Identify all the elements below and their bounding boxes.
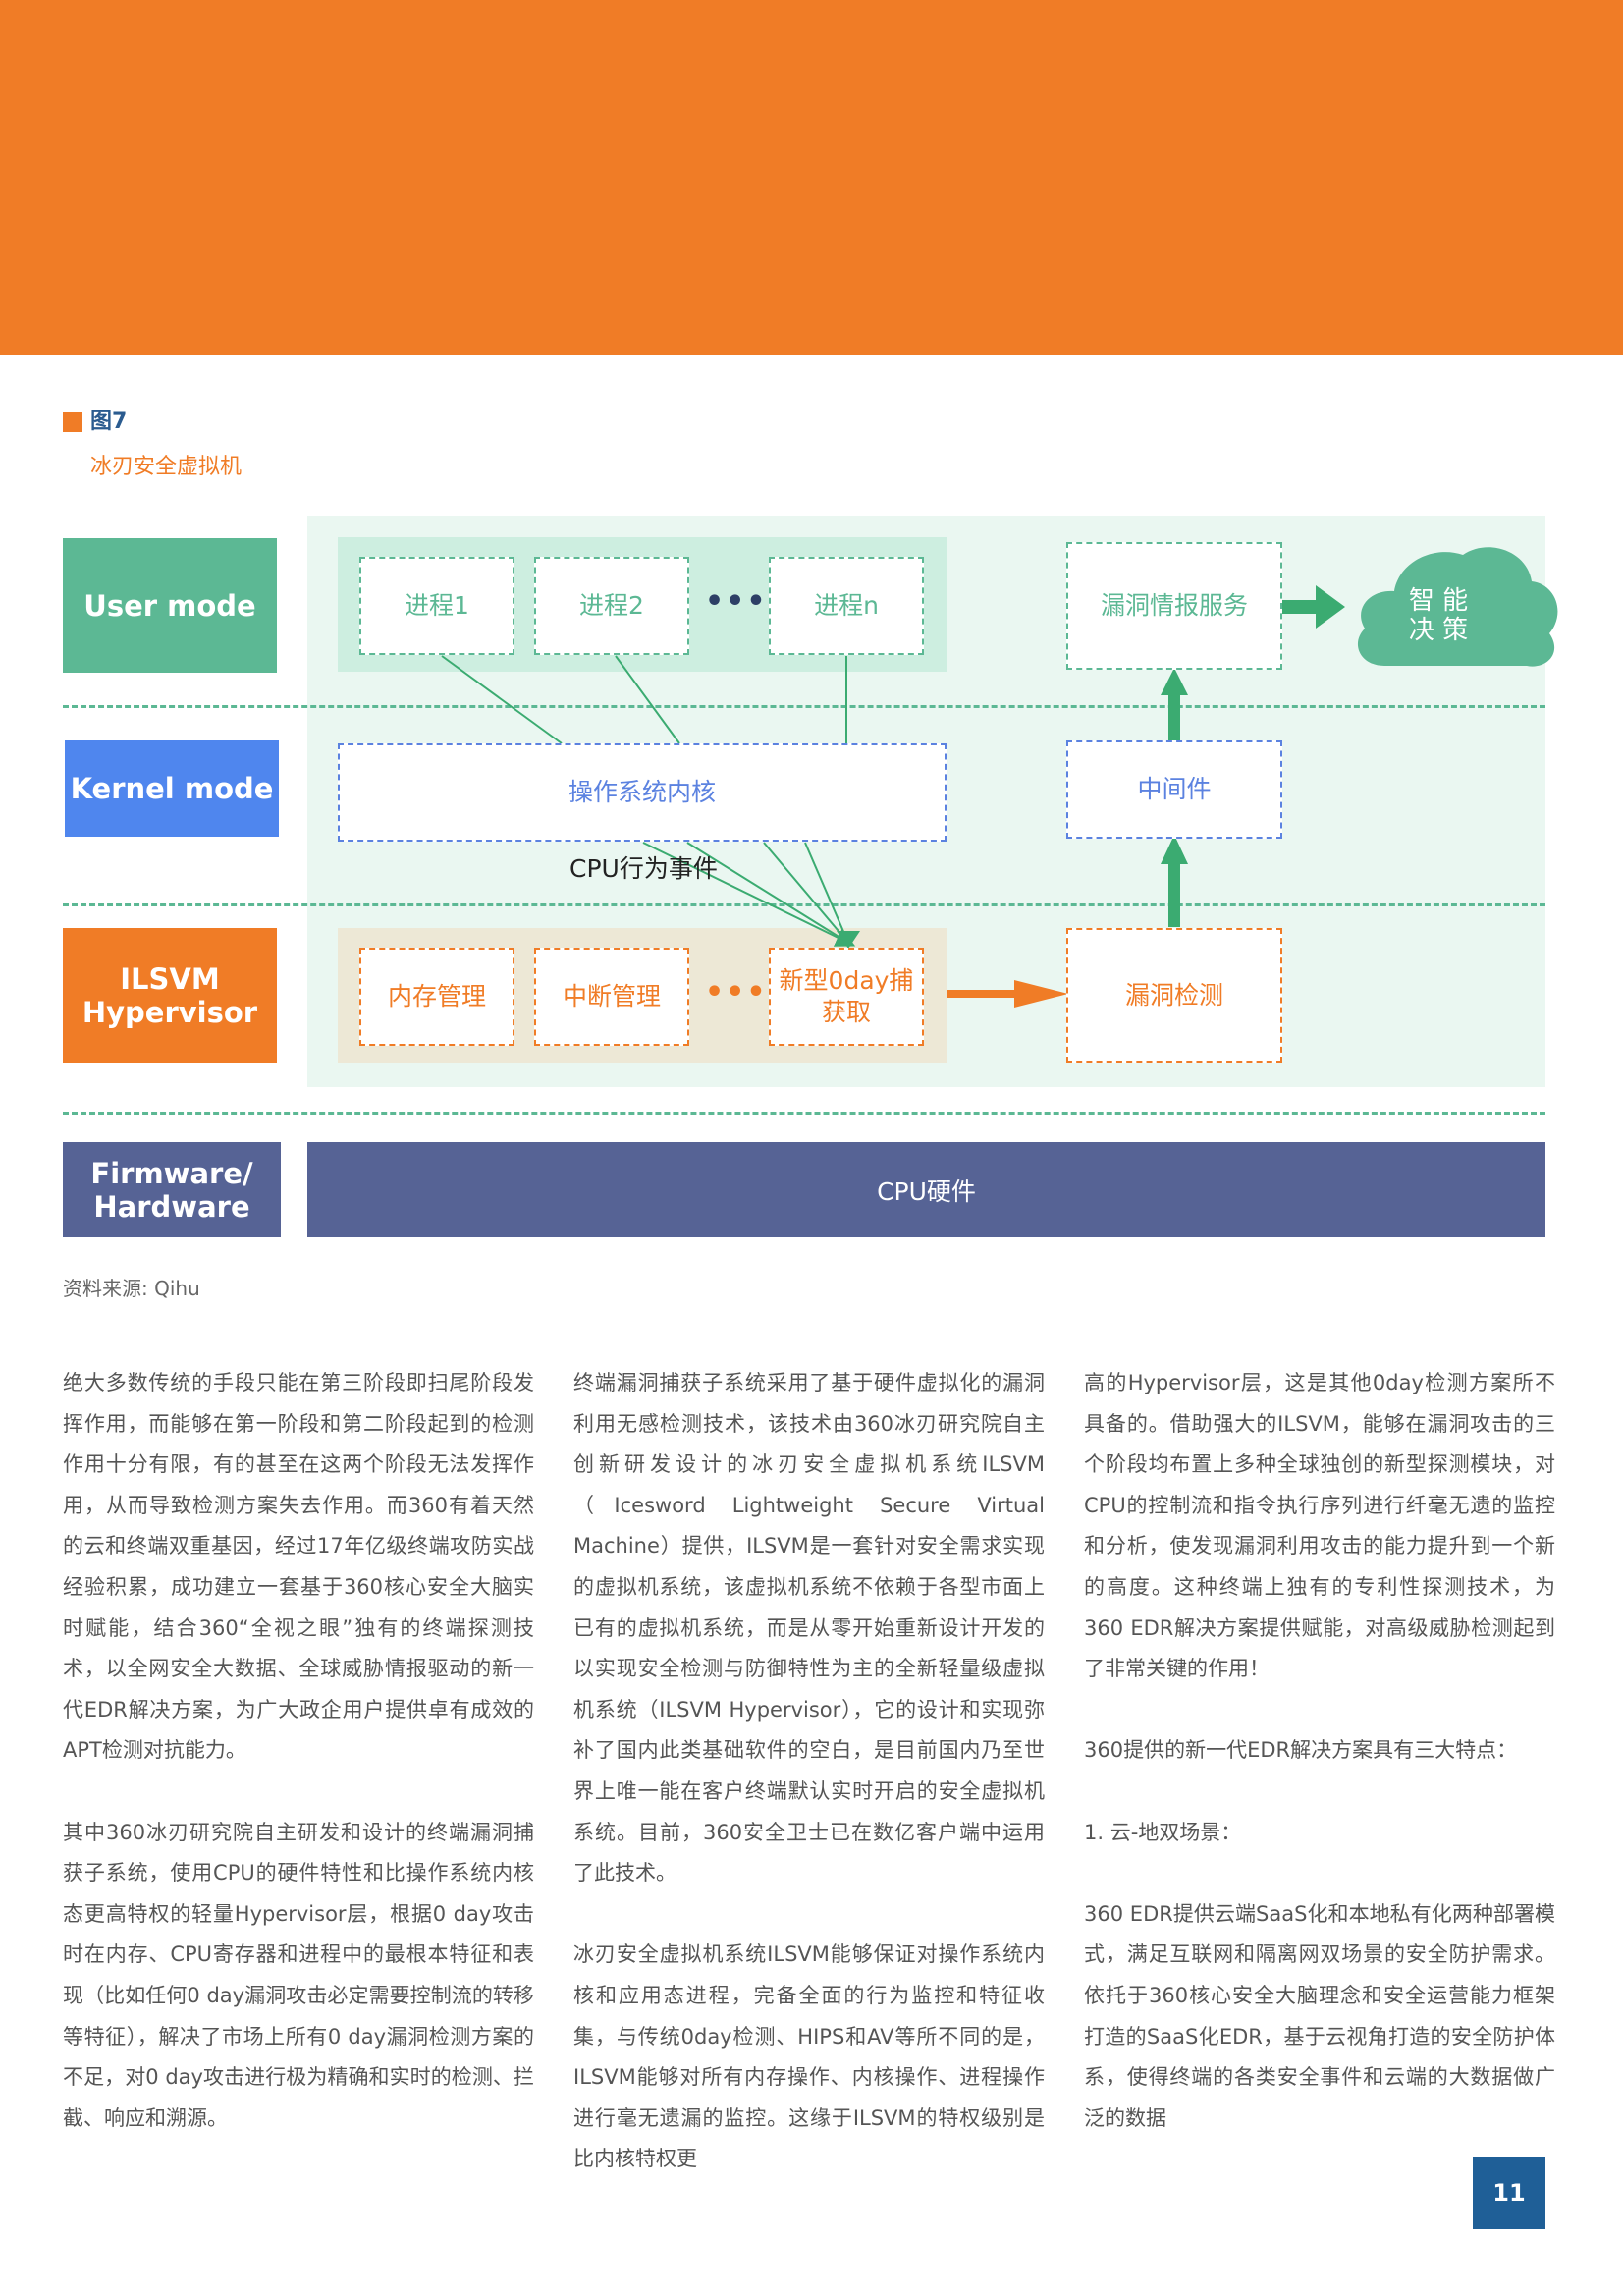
smart-decision-line2: 决 策	[1408, 616, 1469, 645]
capture-to-detect-arrowhead	[1014, 980, 1068, 1008]
header-band	[0, 0, 1623, 355]
process-1-box: 进程1	[359, 557, 514, 655]
kernel-mode-label: Kernel mode	[65, 740, 279, 837]
paragraph: 360 EDR提供云端SaaS化和本地私有化两种部署模式，满足互联网和隔离网双场…	[1084, 1901, 1555, 2130]
firmware-label-line2: Hardware	[93, 1189, 250, 1224]
interrupt-management-box: 中断管理	[534, 948, 689, 1046]
process-2-box: 进程2	[534, 557, 689, 655]
hypervisor-ellipsis: •••	[705, 975, 768, 1010]
paragraph: 1. 云-地双场景：	[1084, 1820, 1242, 1844]
diagram-connectors	[441, 547, 1558, 1008]
ilsvm-label-line1: ILSVM	[120, 961, 220, 996]
firmware-label-line1: Firmware/	[90, 1156, 253, 1190]
separator-kernel-hypervisor	[63, 903, 1545, 906]
memory-management-box: 内存管理	[359, 948, 514, 1046]
figure-label: 图7	[90, 410, 128, 434]
paragraph: 绝大多数传统的手段只能在第三阶段即扫尾阶段发挥作用，而能够在第一阶段和第二阶段起…	[63, 1371, 534, 1763]
vuln-intel-service-box: 漏洞情报服务	[1066, 542, 1282, 670]
cpu-events-label: CPU行为事件	[569, 854, 718, 883]
user-mode-label: User mode	[63, 538, 277, 673]
process-ellipsis: •••	[705, 584, 768, 619]
ilsvm-label-line2: Hypervisor	[81, 995, 258, 1029]
cpu-event-line-3	[763, 842, 849, 944]
ilsvm-hypervisor-label: ILSVM Hypervisor	[63, 928, 277, 1063]
separator-user-kernel	[63, 705, 1545, 708]
intel-to-decision-arrow-shaft	[1281, 600, 1319, 614]
cpu-event-line-2	[686, 842, 849, 944]
architecture-diagram: User mode Kernel mode ILSVM Hypervisor F…	[63, 516, 1558, 1237]
middleware-to-intel-arrowhead	[1161, 668, 1188, 695]
paragraph: 高的Hypervisor层，这是其他0day检测方案所不具备的。借助强大的ILS…	[1084, 1371, 1555, 1681]
text-column-1: 绝大多数传统的手段只能在第三阶段即扫尾阶段发挥作用，而能够在第一阶段和第二阶段起…	[63, 1363, 534, 2139]
process2-to-kernel-line	[615, 655, 680, 744]
text-column-2: 终端漏洞捕获子系统采用了基于硬件虚拟化的漏洞利用无感检测技术，该技术由360冰刃…	[573, 1363, 1045, 2180]
text-column-3: 高的Hypervisor层，这是其他0day检测方案所不具备的。借助强大的ILS…	[1084, 1363, 1555, 2139]
zero-day-capture-box: 新型0day捕 获取	[769, 948, 924, 1046]
capture-to-detect-arrow-shaft	[947, 990, 1016, 998]
vuln-detect-box: 漏洞检测	[1066, 928, 1282, 1063]
smart-decision-cloud-icon	[1357, 547, 1558, 667]
middleware-to-intel-arrow-shaft	[1168, 691, 1180, 740]
figure-title: 冰刃安全虚拟机	[90, 455, 243, 479]
figure-marker	[63, 412, 82, 432]
detect-to-middleware-arrow-shaft	[1168, 860, 1180, 927]
process-n-box: 进程n	[769, 557, 924, 655]
smart-decision-label: 智 能 决 策	[1394, 581, 1483, 650]
figure-source: 资料来源: Qihu	[63, 1277, 200, 1300]
os-kernel-box: 操作系统内核	[338, 743, 947, 842]
intel-to-decision-arrowhead	[1316, 585, 1345, 629]
smart-decision-line1: 智 能	[1408, 586, 1469, 616]
paragraph: 终端漏洞捕获子系统采用了基于硬件虚拟化的漏洞利用无感检测技术，该技术由360冰刃…	[573, 1371, 1045, 1886]
page-number: 11	[1473, 2157, 1545, 2229]
cpu-event-line-1	[642, 842, 856, 947]
cpu-event-arrowhead	[837, 931, 860, 949]
process1-to-kernel-line	[441, 655, 563, 744]
zero-day-line2: 获取	[821, 998, 871, 1026]
detect-to-middleware-arrowhead	[1161, 835, 1188, 864]
paragraph: 其中360冰刃研究院自主研发和设计的终端漏洞捕获子系统，使用CPU的硬件特性和比…	[63, 1820, 534, 2130]
cpu-hardware-bar: CPU硬件	[307, 1142, 1545, 1237]
firmware-hardware-label: Firmware/ Hardware	[63, 1142, 281, 1237]
middleware-box: 中间件	[1066, 740, 1282, 839]
separator-hypervisor-hardware	[63, 1112, 1545, 1115]
cpu-event-line-4	[804, 842, 849, 944]
paragraph: 360提供的新一代EDR解决方案具有三大特点：	[1084, 1738, 1518, 1763]
zero-day-line1: 新型0day捕	[779, 966, 914, 995]
paragraph: 冰刃安全虚拟机系统ILSVM能够保证对操作系统内核和应用态进程，完备全面的行为监…	[573, 1942, 1045, 2171]
